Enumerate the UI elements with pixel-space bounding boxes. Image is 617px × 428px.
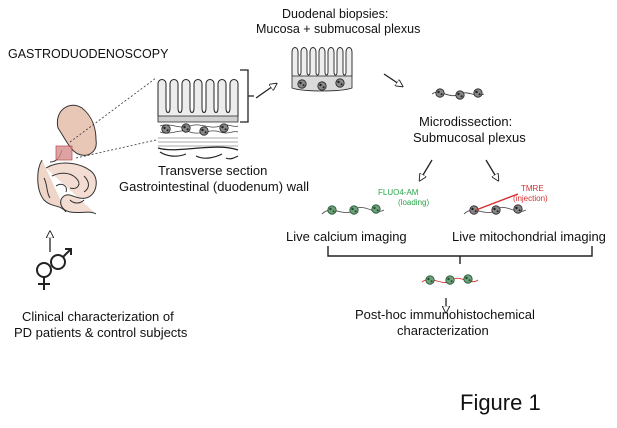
fluo-label-1: FLUO4-AM	[378, 188, 419, 197]
plexus-fragment	[431, 88, 485, 100]
posthoc-label-1: Post-hoc immunohistochemical	[355, 307, 535, 322]
posthoc-sample	[421, 274, 479, 285]
posthoc-label-2: characterization	[397, 323, 489, 338]
figure-label: Figure 1	[460, 390, 541, 415]
gender-symbols-icon	[36, 248, 72, 290]
biopsy-title-1: Duodenal biopsies:	[282, 7, 389, 21]
stomach-icon	[49, 104, 97, 163]
microdissection-title-2: Submucosal plexus	[413, 130, 526, 145]
duodenum-wall-section	[157, 79, 239, 160]
calcium-sample	[321, 204, 385, 215]
biopsy-title-2: Mucosa + submucosal plexus	[256, 22, 421, 36]
clinical-label-2: PD patients & control subjects	[14, 325, 188, 340]
tmre-label-2: (injection)	[513, 194, 548, 203]
calcium-imaging-label: Live calcium imaging	[286, 229, 407, 244]
mito-imaging-label: Live mitochondrial imaging	[452, 229, 606, 244]
gastroduodenoscopy-title: GASTRODUODENOSCOPY	[8, 47, 169, 61]
clinical-label-1: Clinical characterization of	[22, 309, 174, 324]
intestine-icon	[37, 159, 97, 215]
microdissection-title-1: Microdissection:	[419, 114, 513, 129]
fluo-label-2: (loading)	[398, 198, 430, 207]
mito-sample	[463, 193, 527, 215]
tmre-label-1: TMRE	[521, 184, 544, 193]
biopsy-fragment	[291, 47, 353, 92]
transverse-title-1: Transverse section	[158, 163, 268, 178]
transverse-title-2: Gastrointestinal (duodenum) wall	[119, 179, 310, 194]
